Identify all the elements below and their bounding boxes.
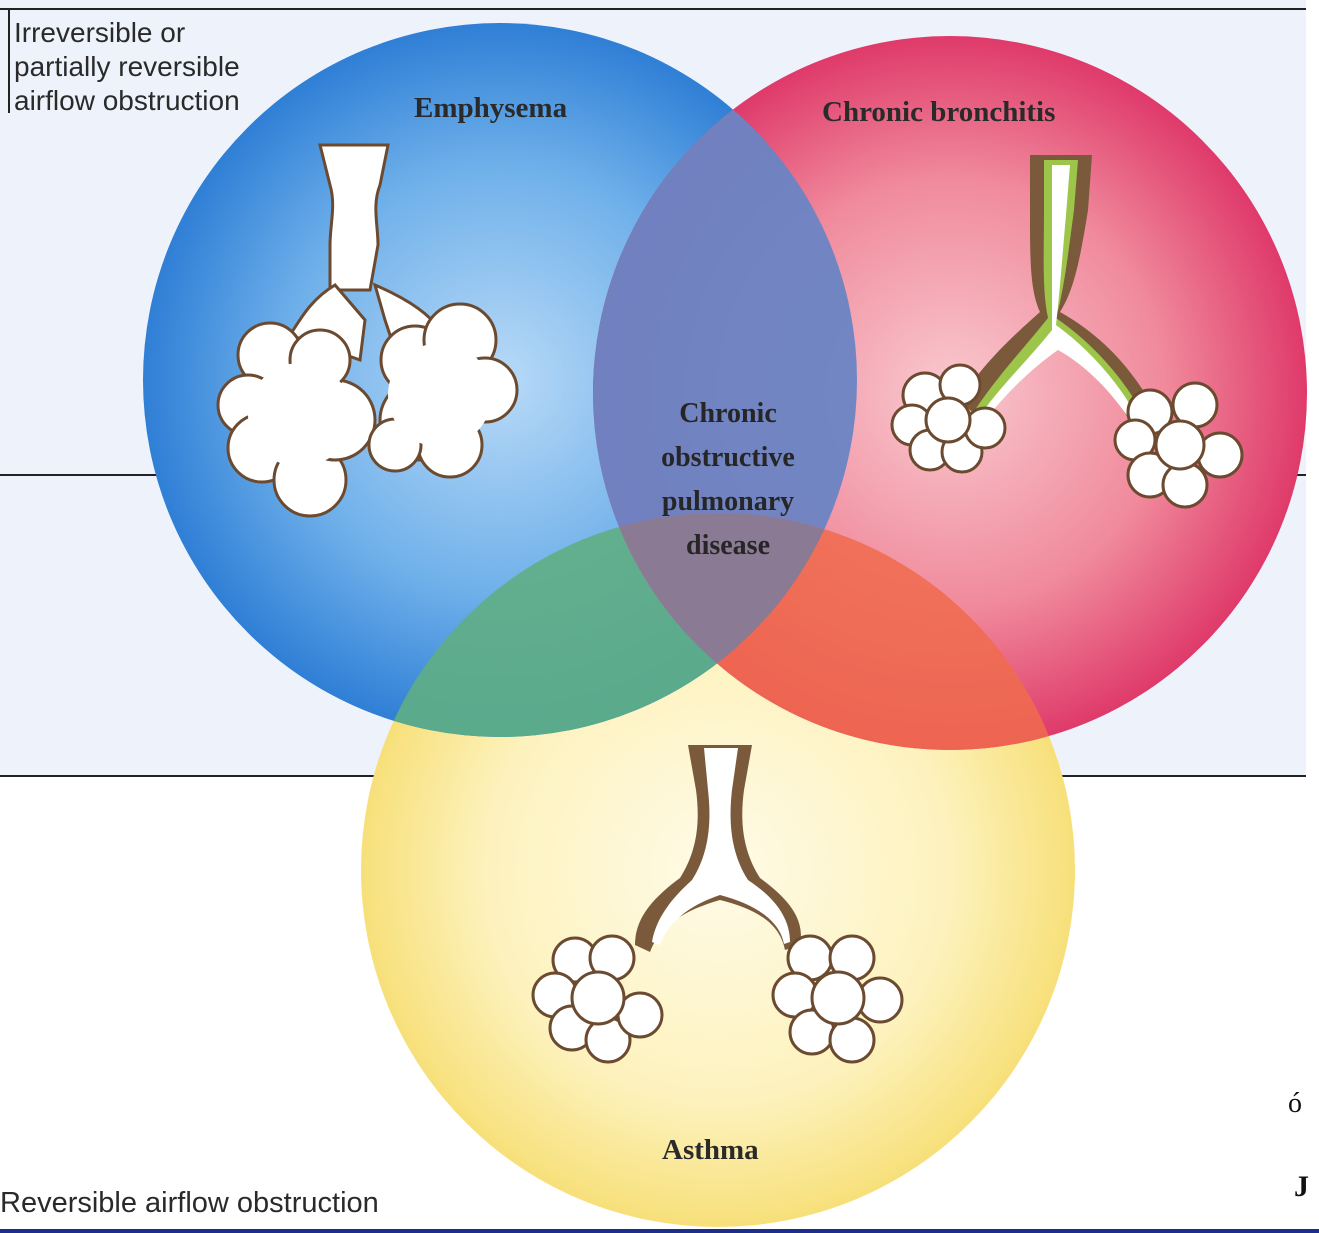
irreversible-label-line-3: airflow obstruction [14, 84, 240, 118]
copd-label-line-2: obstructive [620, 436, 836, 480]
copd-label-line-4: disease [620, 524, 836, 568]
asthma-label: Asthma [662, 1134, 759, 1167]
edge-mark-2: J [1294, 1170, 1309, 1204]
copd-label-line-3: pulmonary [620, 480, 836, 524]
irreversible-label-line-2: partially reversible [14, 50, 240, 84]
edge-mark-1: ó [1288, 1088, 1302, 1120]
irreversible-label-line-1: Irreversible or [14, 16, 240, 50]
reversible-region-label: Reversible airflow obstruction [0, 1186, 379, 1220]
irreversible-region-label: Irreversible or partially reversible air… [14, 16, 240, 118]
copd-center-label: Chronic obstructive pulmonary disease [620, 392, 836, 568]
copd-label-line-1: Chronic [620, 392, 836, 436]
chronic-bronchitis-label: Chronic bronchitis [822, 96, 1055, 129]
emphysema-label: Emphysema [414, 92, 567, 125]
